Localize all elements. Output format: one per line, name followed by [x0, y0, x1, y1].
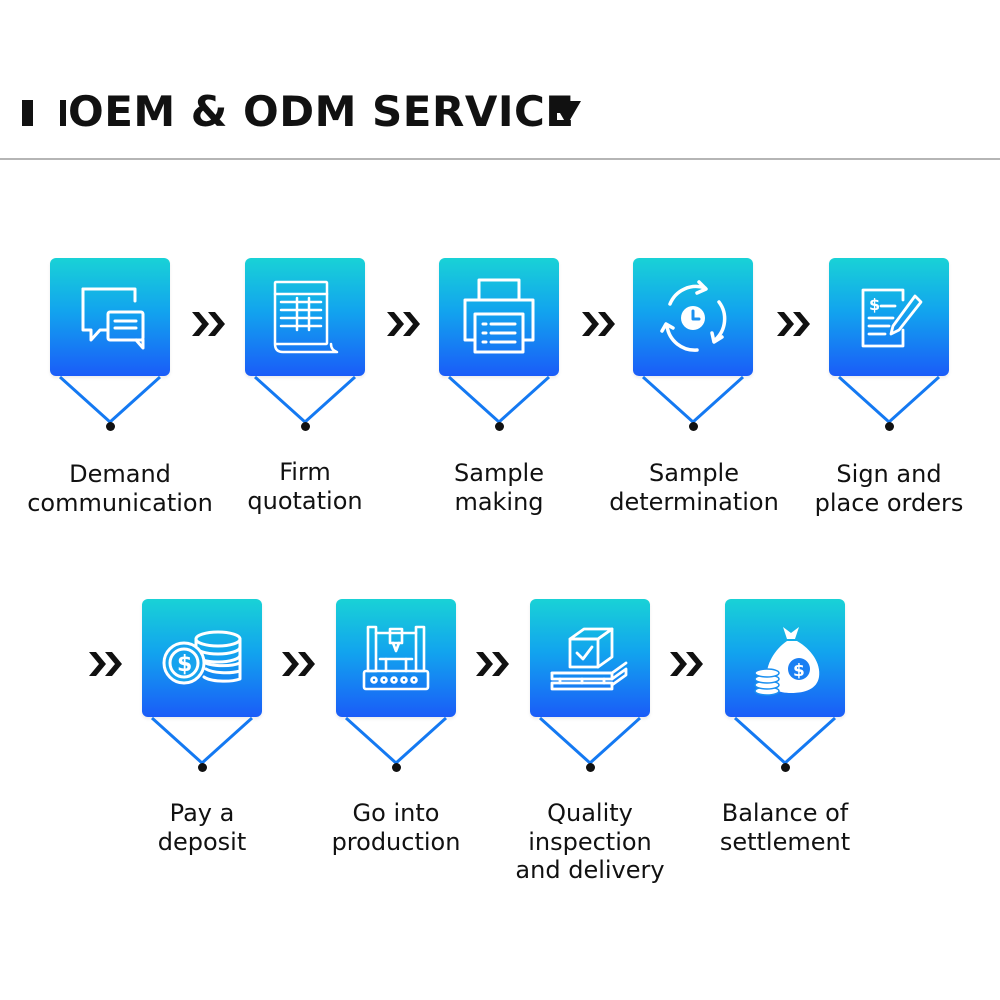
double-chevron-right-icon [474, 650, 514, 678]
double-chevron-right-icon [190, 310, 230, 338]
step-dot [495, 422, 504, 431]
double-chevron-right-icon [280, 650, 320, 678]
step-dot [689, 422, 698, 431]
quotation-sheet-icon [245, 258, 365, 376]
step-dot [198, 763, 207, 772]
step-pointer [336, 715, 456, 769]
triangle-down-icon [553, 101, 581, 125]
box-pallet-check-icon [530, 599, 650, 717]
svg-text:$: $ [869, 295, 880, 314]
coins-dollar-icon: $ [142, 599, 262, 717]
money-bag-icon: $ [725, 599, 845, 717]
step-pointer [725, 715, 845, 769]
double-chevron-right-icon [580, 310, 620, 338]
svg-text:$: $ [177, 652, 192, 677]
production-machine-icon [336, 599, 456, 717]
printer-icon [439, 258, 559, 376]
step-dot [781, 763, 790, 772]
double-chevron-right-icon [385, 310, 425, 338]
step-pointer [50, 374, 170, 428]
step-dot [106, 422, 115, 431]
double-chevron-right-icon [87, 650, 127, 678]
step-dot [885, 422, 894, 431]
step-pointer [530, 715, 650, 769]
step-pointer [439, 374, 559, 428]
contract-sign-icon: $ [829, 258, 949, 376]
step-pointer [829, 374, 949, 428]
step-pointer [245, 374, 365, 428]
chat-bubbles-icon [50, 258, 170, 376]
step-pointer [142, 715, 262, 769]
step-dot [586, 763, 595, 772]
header: OEM & ODM SERVICE [0, 0, 1000, 160]
double-chevron-right-icon [668, 650, 708, 678]
page-title: OEM & ODM SERVICE [68, 87, 575, 136]
bars-icon [22, 100, 66, 126]
svg-text:$: $ [793, 661, 805, 681]
step-pointer [633, 374, 753, 428]
double-chevron-right-icon [775, 310, 815, 338]
step-dot [301, 422, 310, 431]
clock-cycle-icon [633, 258, 753, 376]
step-dot [392, 763, 401, 772]
divider [0, 158, 1000, 160]
